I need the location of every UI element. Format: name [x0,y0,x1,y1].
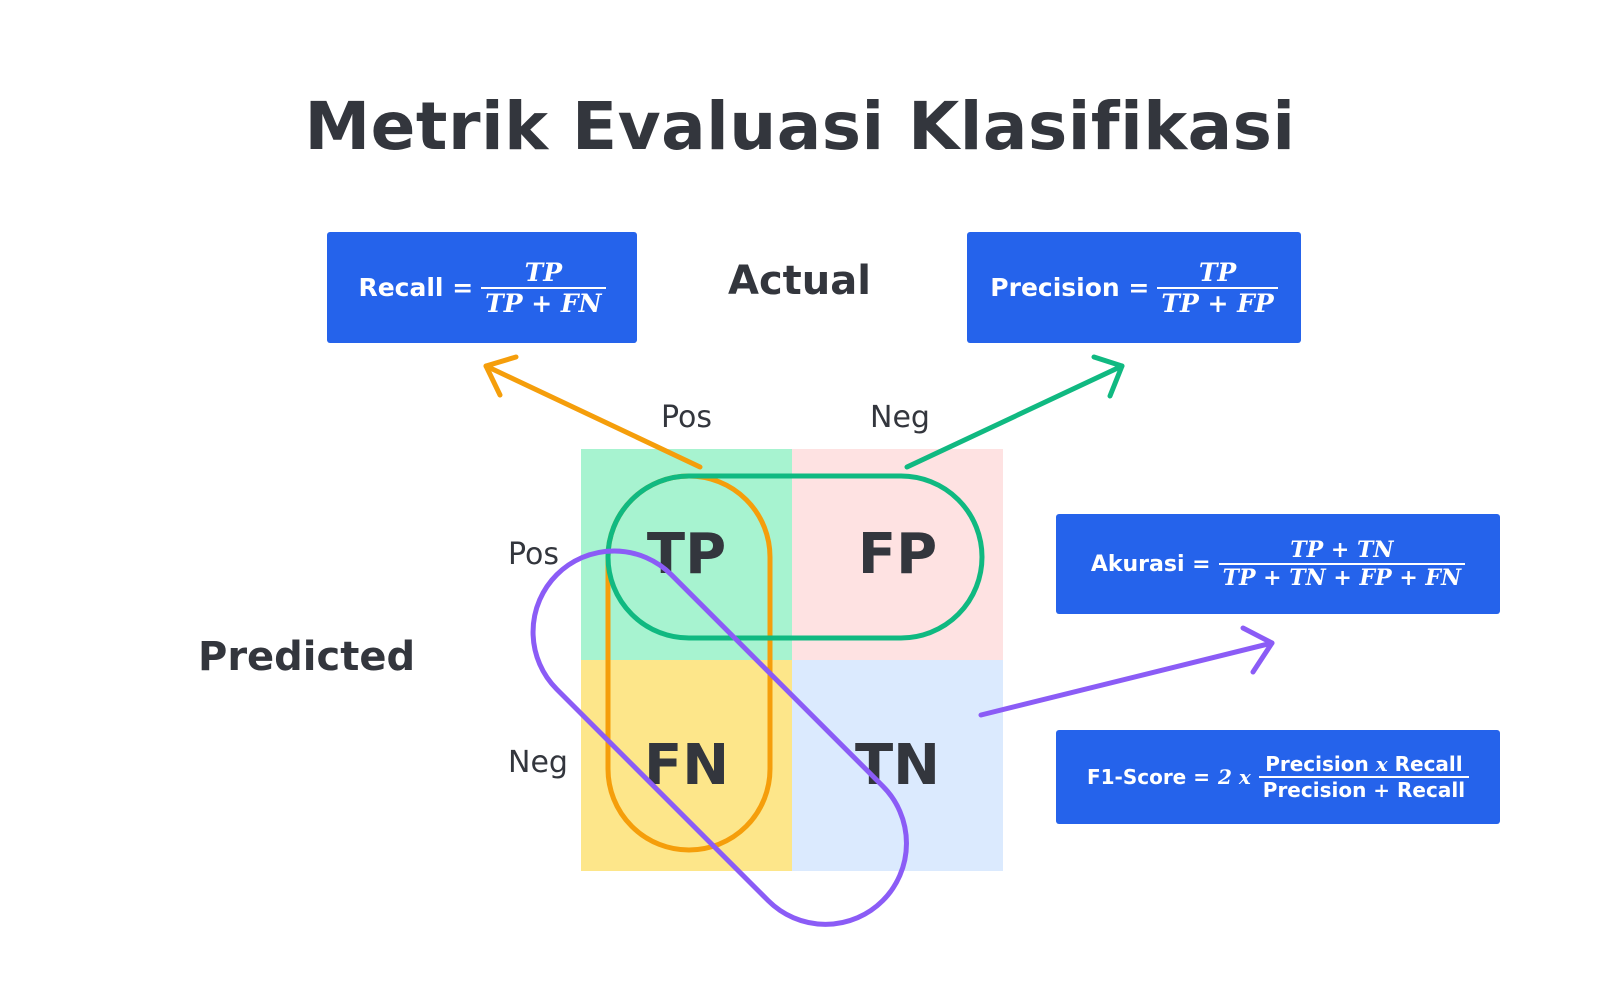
f1-fraction: Precision x Recall Precision + Recall [1258,752,1470,802]
accuracy-group-outline [530,548,909,927]
precision-group-outline [605,473,985,641]
precision-numerator: TP [1198,257,1237,287]
recall-label: Recall = [358,273,474,302]
cell-fn: FN [581,660,792,871]
f1-numerator-recall: Recall [1394,752,1463,776]
accuracy-label: Akurasi = [1090,551,1211,577]
accuracy-fraction: TP + TN TP + TN + FP + FN [1218,537,1466,591]
precision-label: Precision = [990,273,1150,302]
fraction-bar [1218,563,1466,565]
f1-numerator-precision: Precision [1265,752,1369,776]
page-title: Metrik Evaluasi Klasifikasi [304,88,1296,165]
actual-axis-label: Actual [728,258,871,304]
f1-denominator-recall: Recall [1397,778,1466,802]
precision-denominator: TP + FP [1161,288,1274,318]
f1-numerator-operator: x [1375,752,1388,776]
predicted-axis-label: Predicted [198,634,416,680]
f1-numerator: Precision x Recall [1261,752,1466,776]
recall-denominator: TP + FN [485,288,602,318]
cell-tp: TP [581,449,792,660]
row-label-neg: Neg [508,745,568,780]
recall-arrow [483,354,703,470]
cell-fp: FP [792,449,1003,660]
recall-fraction: TP TP + FN [481,257,606,318]
fraction-bar [1258,776,1470,778]
f1-denominator: Precision + Recall [1259,778,1469,802]
accuracy-formula-box: Akurasi = TP + TN TP + TN + FP + FN [1056,514,1500,614]
column-label-pos: Pos [661,400,713,435]
f1-denominator-precision: Precision [1262,778,1367,802]
f1-label: F1-Score = [1086,765,1210,789]
row-label-pos: Pos [508,537,560,572]
f1-formula-box: F1-Score = 2 x Precision x Recall Precis… [1056,730,1500,824]
fraction-bar [481,286,606,289]
accuracy-numerator: TP + TN [1290,537,1394,563]
fraction-bar [1157,286,1278,289]
accuracy-denominator: TP + TN + FP + FN [1222,565,1462,591]
recall-formula-box: Recall = TP TP + FN [327,232,637,343]
accuracy-arrow [978,625,1275,718]
recall-group-outline [605,473,773,853]
precision-arrow [904,354,1125,470]
f1-denominator-operator: + [1373,778,1391,802]
recall-numerator: TP [524,257,563,287]
cell-tn: TN [792,660,1003,871]
column-label-neg: Neg [870,400,930,435]
precision-fraction: TP TP + FP [1157,257,1278,318]
f1-factor: 2 x [1217,765,1251,789]
precision-formula-box: Precision = TP TP + FP [967,232,1301,343]
